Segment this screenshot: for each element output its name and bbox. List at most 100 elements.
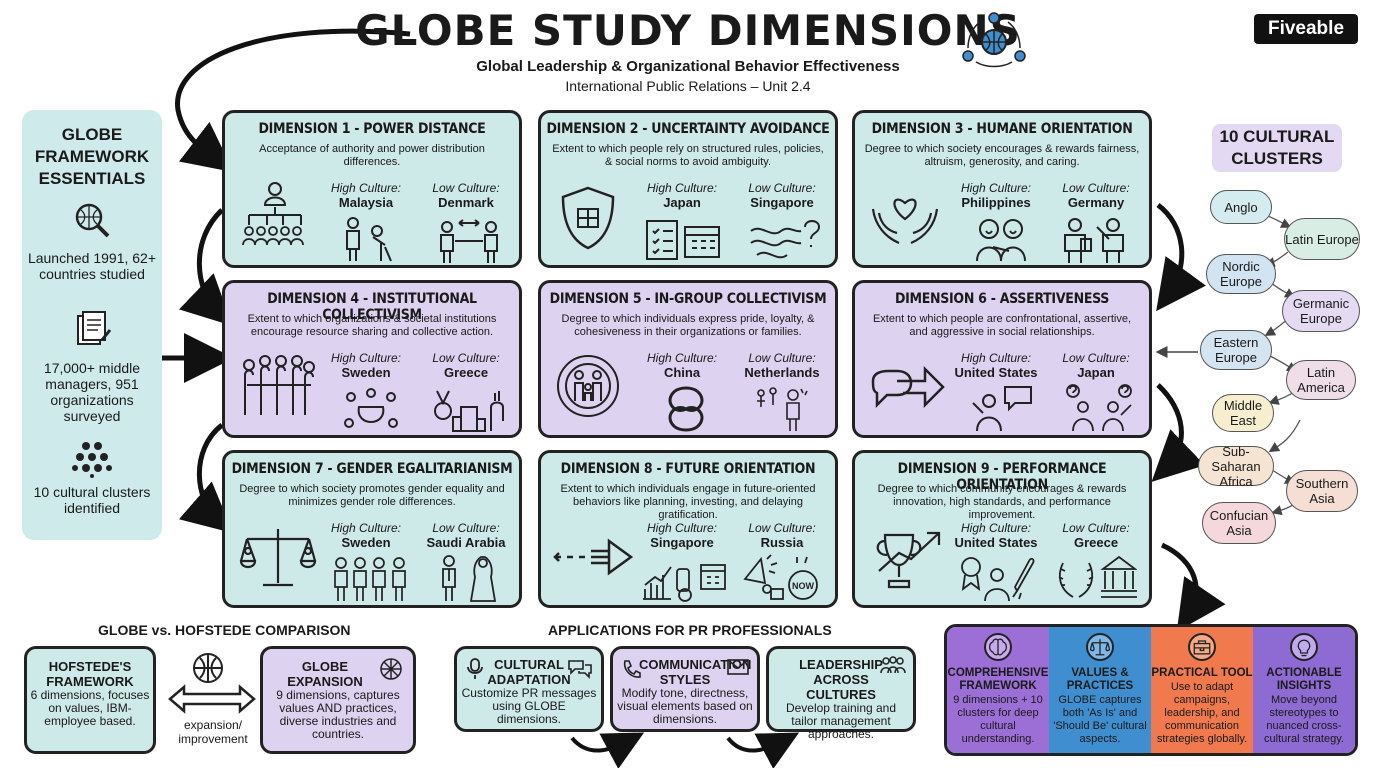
dimension-description: Degree to which community encourages & r… [877, 483, 1127, 521]
dimension-description: Degree to which individuals express prid… [561, 313, 815, 338]
page-title: GLOBE STUDY DIMENSIONS [355, 6, 1021, 55]
label: High Culture: [330, 181, 402, 195]
high-culture: High Culture:Japan [637, 181, 727, 210]
dimension-description: Degree to which society promotes gender … [239, 483, 505, 508]
cluster-middle-east: Middle East [1212, 394, 1274, 432]
title-line: GLOBE [61, 125, 123, 144]
framework-essentials-panel: GLOBE FRAMEWORK ESSENTIALS Launched 1991… [22, 110, 162, 540]
cluster-eastern-europe: Eastern Europe [1200, 330, 1272, 370]
label: High Culture: [646, 181, 718, 195]
cluster-latin-america: Latin America [1286, 360, 1356, 400]
summary-comprehensive: COMPREHENSIVE FRAMEWORK 9 dimensions + 1… [947, 627, 1049, 753]
high-culture: High Culture:Malaysia [321, 181, 411, 210]
label: Low Culture: [1062, 181, 1130, 195]
summary-title: COMPREHENSIVE FRAMEWORK [947, 667, 1049, 692]
dimension-title: DIMENSION 8 - FUTURE ORIENTATION [560, 461, 816, 477]
summary-title: ACTIONABLE INSIGHTS [1266, 667, 1342, 692]
group-circle-icon [243, 355, 315, 415]
globe-network-icon [962, 12, 1026, 68]
hierarchy-icon [242, 182, 304, 246]
title-line: 10 CULTURAL [1219, 127, 1335, 146]
dimension-description: Acceptance of authority and power distri… [259, 143, 485, 168]
high-culture: High Culture:United States [951, 521, 1041, 550]
fact-surveyed: 17,000+ middle managers, 951 organizatio… [43, 360, 141, 424]
low-culture: Low Culture:Singapore [737, 181, 827, 210]
summary-panel: COMPREHENSIVE FRAMEWORK 9 dimensions + 1… [944, 624, 1358, 756]
summary-text: Move beyond stereotypes to nuanced cross… [1264, 694, 1344, 745]
comparison-title: GLOBE vs. HOFSTEDE COMPARISON [98, 622, 351, 638]
framework-essentials-title: GLOBE FRAMEWORK ESSENTIALS [22, 124, 162, 190]
label: Low Culture: [1062, 351, 1130, 365]
dimension-5-card: DIMENSION 5 - IN-GROUP COLLECTIVISM Degr… [538, 280, 838, 438]
summary-text: 9 dimensions + 10 clusters for deep cult… [953, 694, 1043, 745]
growth-planning-icon [643, 564, 726, 602]
microphone-icon [467, 658, 483, 679]
high-culture: High Culture:China [637, 351, 727, 380]
dimension-3-card: DIMENSION 3 - HUMANE ORIENTATION Degree … [852, 110, 1152, 268]
dimension-7-card: DIMENSION 7 - GENDER EGALITARIANISM Degr… [222, 450, 522, 608]
workers-icon [334, 557, 406, 601]
label: High Culture: [960, 181, 1032, 195]
cluster-germanic-europe: Germanic Europe [1282, 290, 1360, 332]
title-line: CLUSTERS [1231, 149, 1323, 168]
high-culture: High Culture:United States [951, 351, 1041, 380]
app-text: Customize PR messages using GLOBE dimens… [461, 686, 597, 726]
low-culture-value: Singapore [750, 195, 814, 210]
svg-text:NOW: NOW [792, 581, 815, 591]
communication-styles-box: COMMUNICATION STYLES Modify tone, direct… [610, 646, 760, 732]
dimension-title: DIMENSION 3 - HUMANE ORIENTATION [871, 121, 1133, 137]
scale-icon [1086, 633, 1114, 661]
dimension-title: DIMENSION 1 - POWER DISTANCE [258, 121, 486, 137]
lightbulb-icon [1290, 633, 1318, 661]
cluster-confucian-asia: Confucian Asia [1202, 502, 1276, 544]
shield-icon [561, 186, 615, 250]
low-culture-value: Russia [760, 535, 804, 550]
label: Low Culture: [748, 181, 816, 195]
high-culture-value: Philippines [961, 195, 1031, 210]
low-culture: Low Culture:Greece [1051, 521, 1141, 550]
dimension-description: Extent to which people rely on structure… [552, 143, 824, 168]
globe-expansion-title: GLOBE EXPANSION [287, 659, 363, 689]
summary-title: VALUES & PRACTICES [1066, 667, 1134, 692]
speech-bubbles-icon [568, 660, 592, 679]
cluster-anglo: Anglo [1210, 190, 1272, 224]
course-label: International Public Relations – Unit 2.… [565, 78, 811, 94]
label: Low Culture: [432, 351, 500, 365]
heart-hands-icon [871, 198, 939, 245]
expansion-label: expansion/ improvement [178, 718, 248, 746]
high-culture-value: United States [954, 535, 1038, 550]
globe-expansion-box: GLOBE EXPANSION 9 dimensions, captures v… [260, 646, 416, 754]
low-culture-value: Greece [1073, 535, 1119, 550]
dimension-title: DIMENSION 2 - UNCERTAINTY AVOIDANCE [546, 121, 830, 137]
laurel-bank-icon [1058, 555, 1137, 598]
business-people-icon [1064, 218, 1124, 263]
label: High Culture: [960, 351, 1032, 365]
forward-arrow-icon [553, 538, 634, 576]
brain-icon [984, 633, 1012, 661]
low-culture: Low Culture:Saudi Arabia [421, 521, 511, 550]
high-culture-value: Sweden [341, 365, 391, 380]
cluster-latin-europe: Latin Europe [1284, 218, 1360, 260]
dimension-description: Degree to which society encourages & rew… [864, 143, 1140, 168]
magnifier-globe-icon [75, 203, 110, 238]
dimension-title: DIMENSION 4 - INSTITUTIONAL COLLECTIVISM [267, 291, 477, 323]
toolbox-icon [1188, 633, 1216, 661]
separated-people-icon [442, 555, 497, 602]
checklist-calendar-icon [646, 220, 720, 260]
low-culture-value: Netherlands [744, 365, 820, 380]
low-culture: Low Culture:Greece [421, 351, 511, 380]
trophy-growth-icon [876, 531, 941, 589]
dimension-9-card: DIMENSION 9 - PERFORMANCE ORIENTATION De… [852, 450, 1152, 608]
low-culture-value: Germany [1067, 195, 1125, 210]
high-culture-value: Japan [663, 195, 701, 210]
dimension-title: DIMENSION 6 - ASSERTIVENESS [894, 291, 1110, 307]
award-rocket-icon [961, 557, 1035, 602]
balance-scale-icon [239, 529, 317, 587]
low-culture-value: Greece [443, 365, 489, 380]
leadership-box: LEADERSHIP ACROSS CULTURES Develop train… [766, 646, 916, 741]
label: High Culture: [646, 521, 718, 535]
bowing-people-icon [346, 217, 392, 262]
cluster-nordic-europe: Nordic Europe [1206, 254, 1276, 294]
speaker-icon [972, 386, 1032, 432]
